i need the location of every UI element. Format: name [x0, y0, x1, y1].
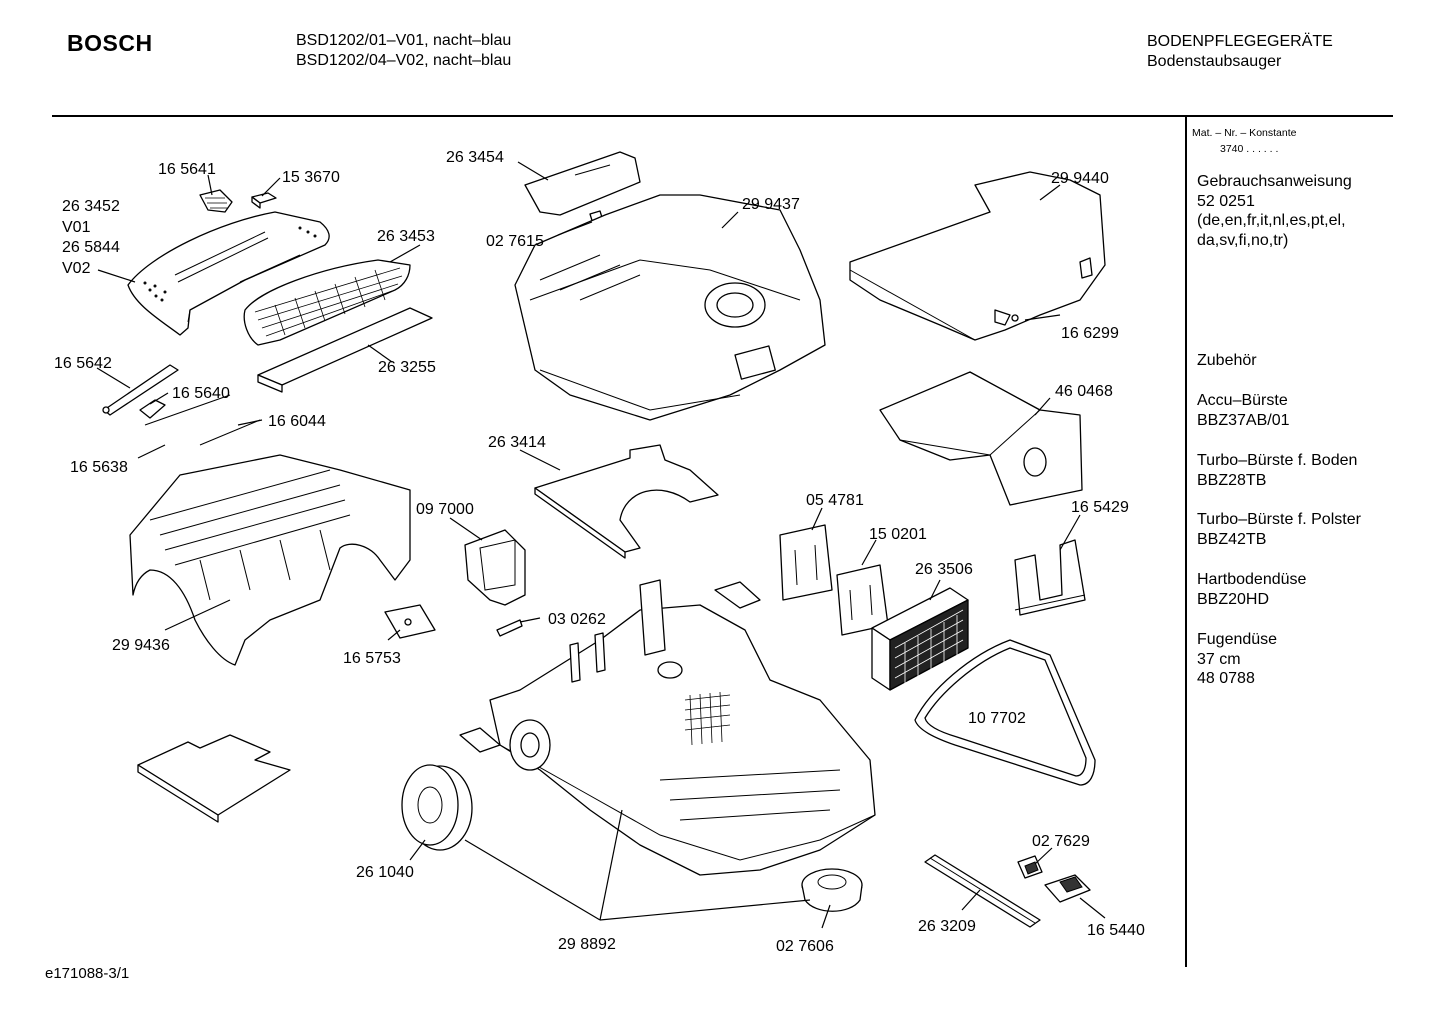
accessory-name: Fugendüse [1197, 631, 1278, 648]
brand-logo: BOSCH [67, 30, 153, 56]
part-label: 15 0201 [869, 526, 927, 543]
rod-part[interactable] [144, 394, 231, 426]
part-label: 46 0468 [1055, 383, 1113, 400]
part-label: 16 5429 [1071, 499, 1129, 516]
accessory-item: Turbo–Bürste f. Polster BBZ42TB [1197, 510, 1361, 549]
accessory-code: 48 0788 [1197, 670, 1255, 688]
model-line-2: BSD1202/04–V02, nacht–blau [296, 52, 512, 69]
part-label: 10 7702 [968, 710, 1026, 727]
hepa-filter-part[interactable] [871, 587, 969, 691]
catch-part[interactable] [1017, 855, 1043, 879]
accessory-name: Accu–Bürste [1197, 392, 1288, 409]
part-label: 16 5638 [70, 459, 128, 476]
category-name: BODENPFLEGEGERÄTE [1147, 33, 1333, 50]
part-label: 16 5753 [343, 650, 401, 667]
filter-sheet-part[interactable] [779, 524, 833, 601]
accessory-code: BBZ20HD [1197, 590, 1270, 608]
part-label: 02 7615 [486, 233, 544, 250]
part-label: 16 5642 [54, 355, 112, 372]
main-body-part[interactable] [514, 194, 826, 421]
manual-languages: (de,en,fr,it,nl,es,pt,el, [1197, 212, 1346, 230]
part-label: 16 6044 [268, 413, 326, 430]
accessory-item: Hartbodendüse BBZ20HD [1197, 570, 1306, 609]
part-label: 26 3255 [378, 359, 436, 376]
part-label: V02 [62, 260, 91, 277]
part-label: 26 1040 [356, 864, 414, 881]
lever-part[interactable] [102, 364, 179, 416]
accessory-item: Accu–Bürste BBZ37AB/01 [1197, 391, 1290, 430]
latch-part[interactable] [1044, 874, 1091, 903]
part-label: 03 0262 [548, 611, 606, 628]
filter-mat-part[interactable] [257, 307, 433, 393]
part-label: 02 7606 [776, 938, 834, 955]
accessory-code: BBZ28TB [1197, 471, 1267, 489]
grille-part[interactable] [243, 259, 411, 346]
accessory-code: BBZ42TB [1197, 530, 1267, 548]
part-label: 29 9436 [112, 637, 170, 654]
bracket-part[interactable] [384, 604, 436, 639]
filter-holder-part[interactable] [1014, 539, 1086, 616]
part-label: 26 3506 [915, 561, 973, 578]
wheel-part[interactable] [401, 764, 473, 851]
mat-label: Mat. – Nr. – Konstante [1192, 127, 1297, 139]
part-label: 26 3452 [62, 198, 120, 215]
accessory-code: BBZ37AB/01 [1197, 411, 1290, 429]
accessories-title: Zubehör [1197, 352, 1257, 369]
part-label: 26 3209 [918, 918, 976, 935]
category-title: BODENPFLEGEGERÄTE Bodenstaubsauger [1147, 32, 1333, 72]
clip-part[interactable] [199, 189, 233, 213]
manual-block: Gebrauchsanweisung 52 0251 (de,en,fr,it,… [1197, 172, 1352, 250]
rail-part[interactable] [924, 854, 1041, 928]
part-label: 26 5844 [62, 239, 120, 256]
subcategory-name: Bodenstaubsauger [1147, 53, 1282, 70]
lid-latch-part[interactable] [524, 151, 641, 216]
top-cover-part[interactable] [127, 211, 330, 336]
gasket-part[interactable] [914, 639, 1096, 786]
base-housing-part[interactable] [489, 579, 876, 876]
part-label: 16 5641 [158, 161, 216, 178]
spacer-part[interactable] [459, 727, 501, 753]
accessory-item: Turbo–Bürste f. Boden BBZ28TB [1197, 451, 1357, 490]
part-label: V01 [62, 219, 91, 236]
lower-housing-part[interactable] [129, 454, 411, 666]
accessory-item: Fugendüse 37 cm 48 0788 [1197, 630, 1277, 689]
part-label: 02 7629 [1032, 833, 1090, 850]
part-label: 16 6299 [1061, 325, 1119, 342]
part-label: 26 3414 [488, 434, 546, 451]
cover-plate-part[interactable] [534, 444, 719, 559]
dust-bag-part[interactable] [879, 371, 1083, 506]
part-label: 16 5640 [172, 385, 230, 402]
manual-number: 52 0251 [1197, 192, 1255, 210]
part-label: 09 7000 [416, 501, 474, 518]
foam-mat-part[interactable] [137, 734, 291, 823]
part-label: 26 3453 [377, 228, 435, 245]
rod-part[interactable] [199, 419, 261, 446]
model-line-1: BSD1202/01–V01, nacht–blau [296, 32, 512, 49]
accessory-name: Hartbodendüse [1197, 571, 1307, 588]
block-part[interactable] [251, 192, 277, 209]
mat-value: 3740 . . . . . . [1220, 143, 1279, 155]
accessory-size: 37 cm [1197, 650, 1241, 668]
part-label: 29 9437 [742, 196, 800, 213]
part-label: 16 5440 [1087, 922, 1145, 939]
part-label: 26 3454 [446, 149, 504, 166]
accessory-name: Turbo–Bürste f. Polster [1197, 511, 1361, 528]
part-label: 05 4781 [806, 492, 864, 509]
top-lid-part[interactable] [849, 171, 1106, 341]
accessory-name: Turbo–Bürste f. Boden [1197, 452, 1358, 469]
drawing-code: e171088-3/1 [45, 965, 130, 982]
part-label: 29 9440 [1051, 170, 1109, 187]
spacer-part[interactable] [714, 581, 761, 609]
part-label: 29 8892 [558, 936, 616, 953]
part-label: 15 3670 [282, 169, 340, 186]
header-divider [52, 115, 1393, 117]
manual-title: Gebrauchsanweisung [1197, 173, 1352, 190]
pin-part[interactable] [496, 619, 523, 637]
swivel-wheel-part[interactable] [801, 868, 863, 912]
manual-languages-2: da,sv,fi,no,tr) [1197, 231, 1289, 249]
hose-connector-part[interactable] [464, 529, 526, 606]
sidebar-divider [1185, 117, 1187, 967]
